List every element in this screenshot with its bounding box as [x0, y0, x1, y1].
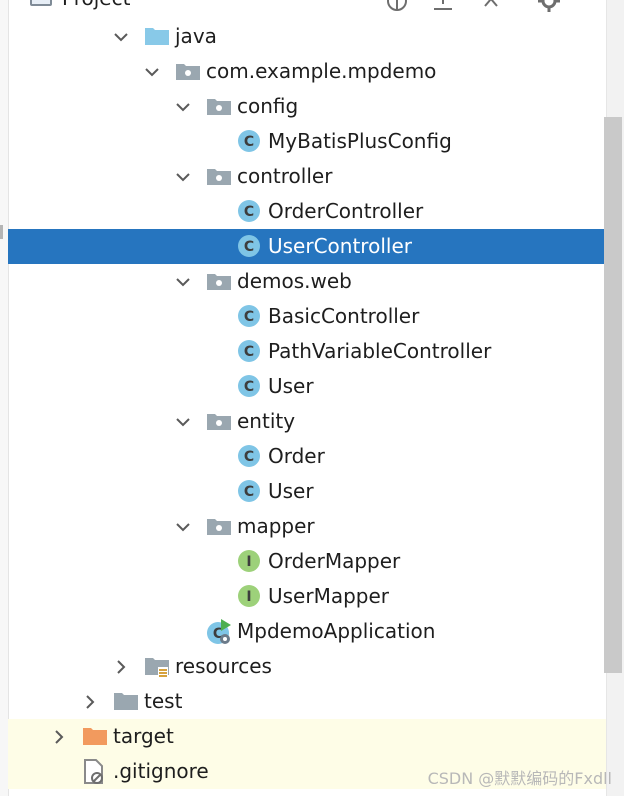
tree-row[interactable]: I UserMapper: [8, 579, 606, 614]
interface-icon: I: [237, 549, 261, 573]
tree-item-label: User: [268, 479, 314, 503]
tree-row[interactable]: com.example.mpdemo: [8, 54, 606, 89]
tree-row[interactable]: resources: [8, 649, 606, 684]
chevron-down-icon[interactable]: [143, 62, 161, 80]
tree-row[interactable]: java: [8, 19, 606, 54]
excluded-folder-icon: [82, 724, 107, 748]
tree-item-label: User: [268, 374, 314, 398]
tree-item-label: MyBatisPlusConfig: [268, 129, 452, 153]
tree-item-label: .gitignore: [113, 759, 209, 783]
left-tool-strip: [0, 0, 9, 796]
expand-icon[interactable]: [480, 0, 502, 12]
tree-row[interactable]: C User: [8, 369, 606, 404]
tree-item-label: test: [144, 689, 183, 713]
tree-item-label: com.example.mpdemo: [206, 59, 437, 83]
source-folder-icon: [144, 24, 169, 48]
tree-row[interactable]: controller: [8, 159, 606, 194]
chevron-right-icon[interactable]: [50, 727, 68, 745]
class-icon: C: [237, 304, 261, 328]
left-tool-strip-marker: [0, 225, 3, 239]
tree-row[interactable]: config: [8, 89, 606, 124]
package-icon: [206, 269, 231, 293]
tree-row[interactable]: entity: [8, 404, 606, 439]
svg-text:C: C: [213, 626, 223, 642]
package-icon: [206, 94, 231, 118]
svg-text:C: C: [244, 309, 254, 325]
class-icon: C: [237, 129, 261, 153]
svg-text:I: I: [246, 554, 251, 570]
tree-row[interactable]: C OrderController: [8, 194, 606, 229]
chevron-down-icon[interactable]: [112, 27, 130, 45]
package-icon: [206, 409, 231, 433]
tree-item-label: UserController: [268, 234, 412, 258]
watermark: CSDN @默默编码的Fxdll: [427, 769, 612, 788]
tree-item-label: Order: [268, 444, 325, 468]
spring-boot-application-icon: C: [206, 619, 231, 644]
svg-text:C: C: [244, 344, 254, 360]
svg-text:C: C: [244, 449, 254, 465]
tree-item-label: mapper: [237, 514, 315, 538]
tree-item-label: OrderController: [268, 199, 424, 223]
tree-item-label: demos.web: [237, 269, 352, 293]
tree-row[interactable]: C UserController: [8, 229, 606, 264]
scrollbar-thumb[interactable]: [604, 117, 622, 673]
tree-item-label: MpdemoApplication: [237, 619, 436, 643]
tree-row[interactable]: C BasicController: [8, 299, 606, 334]
tree-row[interactable]: test: [8, 684, 606, 719]
class-icon: C: [237, 339, 261, 363]
tree-row[interactable]: C User: [8, 474, 606, 509]
svg-text:C: C: [244, 239, 254, 255]
project-view-icon[interactable]: [30, 0, 52, 6]
chevron-down-icon[interactable]: [174, 412, 192, 430]
interface-icon: I: [237, 584, 261, 608]
package-icon: [206, 514, 231, 538]
chevron-right-icon[interactable]: [81, 692, 99, 710]
tree-row[interactable]: C MyBatisPlusConfig: [8, 124, 606, 159]
settings-gear-icon[interactable]: [538, 0, 560, 12]
svg-text:I: I: [246, 589, 251, 605]
tree-item-label: resources: [175, 654, 272, 678]
tool-window-title[interactable]: Project: [62, 0, 130, 10]
tree-row[interactable]: I OrderMapper: [8, 544, 606, 579]
class-icon: C: [237, 479, 261, 503]
package-icon: [206, 164, 231, 188]
tree-row[interactable]: .gitignore: [8, 754, 606, 789]
class-icon: C: [237, 199, 261, 223]
collapse-all-icon[interactable]: [432, 0, 454, 12]
chevron-down-icon[interactable]: [174, 167, 192, 185]
svg-text:C: C: [244, 204, 254, 220]
svg-text:C: C: [244, 484, 254, 500]
package-icon: [175, 59, 200, 83]
tool-window-header: Project: [0, 0, 624, 12]
tree-item-label: OrderMapper: [268, 549, 401, 573]
class-icon: C: [237, 444, 261, 468]
tree-item-label: target: [113, 724, 174, 748]
ignored-file-icon: [82, 759, 106, 784]
class-icon: C: [237, 234, 261, 258]
folder-icon: [113, 689, 138, 713]
tree-item-label: BasicController: [268, 304, 420, 328]
tree-item-label: entity: [237, 409, 296, 433]
tree-row[interactable]: mapper: [8, 509, 606, 544]
svg-text:C: C: [244, 379, 254, 395]
tree-item-label: config: [237, 94, 299, 118]
tree-row[interactable]: target: [8, 719, 606, 754]
svg-text:C: C: [244, 134, 254, 150]
tree-item-label: PathVariableController: [268, 339, 492, 363]
tree-row[interactable]: C PathVariableController: [8, 334, 606, 369]
tree-row[interactable]: demos.web: [8, 264, 606, 299]
chevron-down-icon[interactable]: [174, 97, 192, 115]
resources-folder-icon: [144, 654, 169, 679]
chevron-down-icon[interactable]: [174, 272, 192, 290]
locate-icon[interactable]: [386, 0, 408, 12]
chevron-down-icon[interactable]: [174, 517, 192, 535]
chevron-right-icon[interactable]: [112, 657, 130, 675]
tree-row[interactable]: C MpdemoApplication: [8, 614, 606, 649]
class-icon: C: [237, 374, 261, 398]
tree-item-label: UserMapper: [268, 584, 390, 608]
tree-item-label: controller: [237, 164, 333, 188]
tree-row[interactable]: C Order: [8, 439, 606, 474]
tree-item-label: java: [175, 24, 217, 48]
